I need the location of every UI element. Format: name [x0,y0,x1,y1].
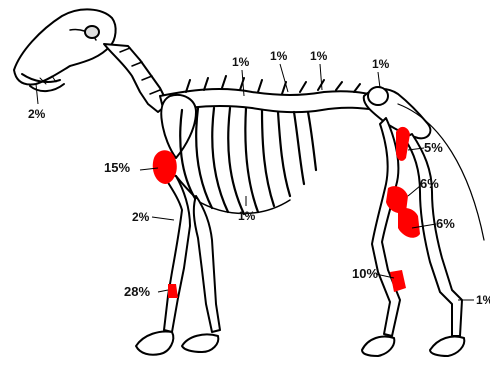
label-metatarsus: 10% [352,266,378,281]
label-carpus: 28% [124,284,150,299]
hind-leg-far [404,134,464,356]
scapula [161,95,196,158]
label-tibia: 6% [420,176,439,191]
front-leg-near [136,172,190,355]
label-shoulder: 15% [104,160,130,175]
ribcage [180,108,316,214]
cervical-spine [104,44,168,112]
label-skull: 2% [28,107,46,121]
label-thoracic-spine-2: 1% [270,49,288,63]
label-pelvis: 1% [372,57,390,71]
label-hind-toes: 1% [476,293,490,307]
label-elbow: 2% [132,210,150,224]
highlight-stifle [396,127,410,161]
highlight-shoulder [153,150,177,184]
label-lumbar-spine: 1% [310,49,328,63]
hind-leg-near [362,118,400,356]
label-stifle: 5% [424,140,443,155]
highlight-hock [398,208,420,238]
label-thoracic-spine-1: 1% [232,55,250,69]
skull [14,9,116,91]
label-ribs: 1% [238,209,256,223]
label-hock: 6% [436,216,455,231]
